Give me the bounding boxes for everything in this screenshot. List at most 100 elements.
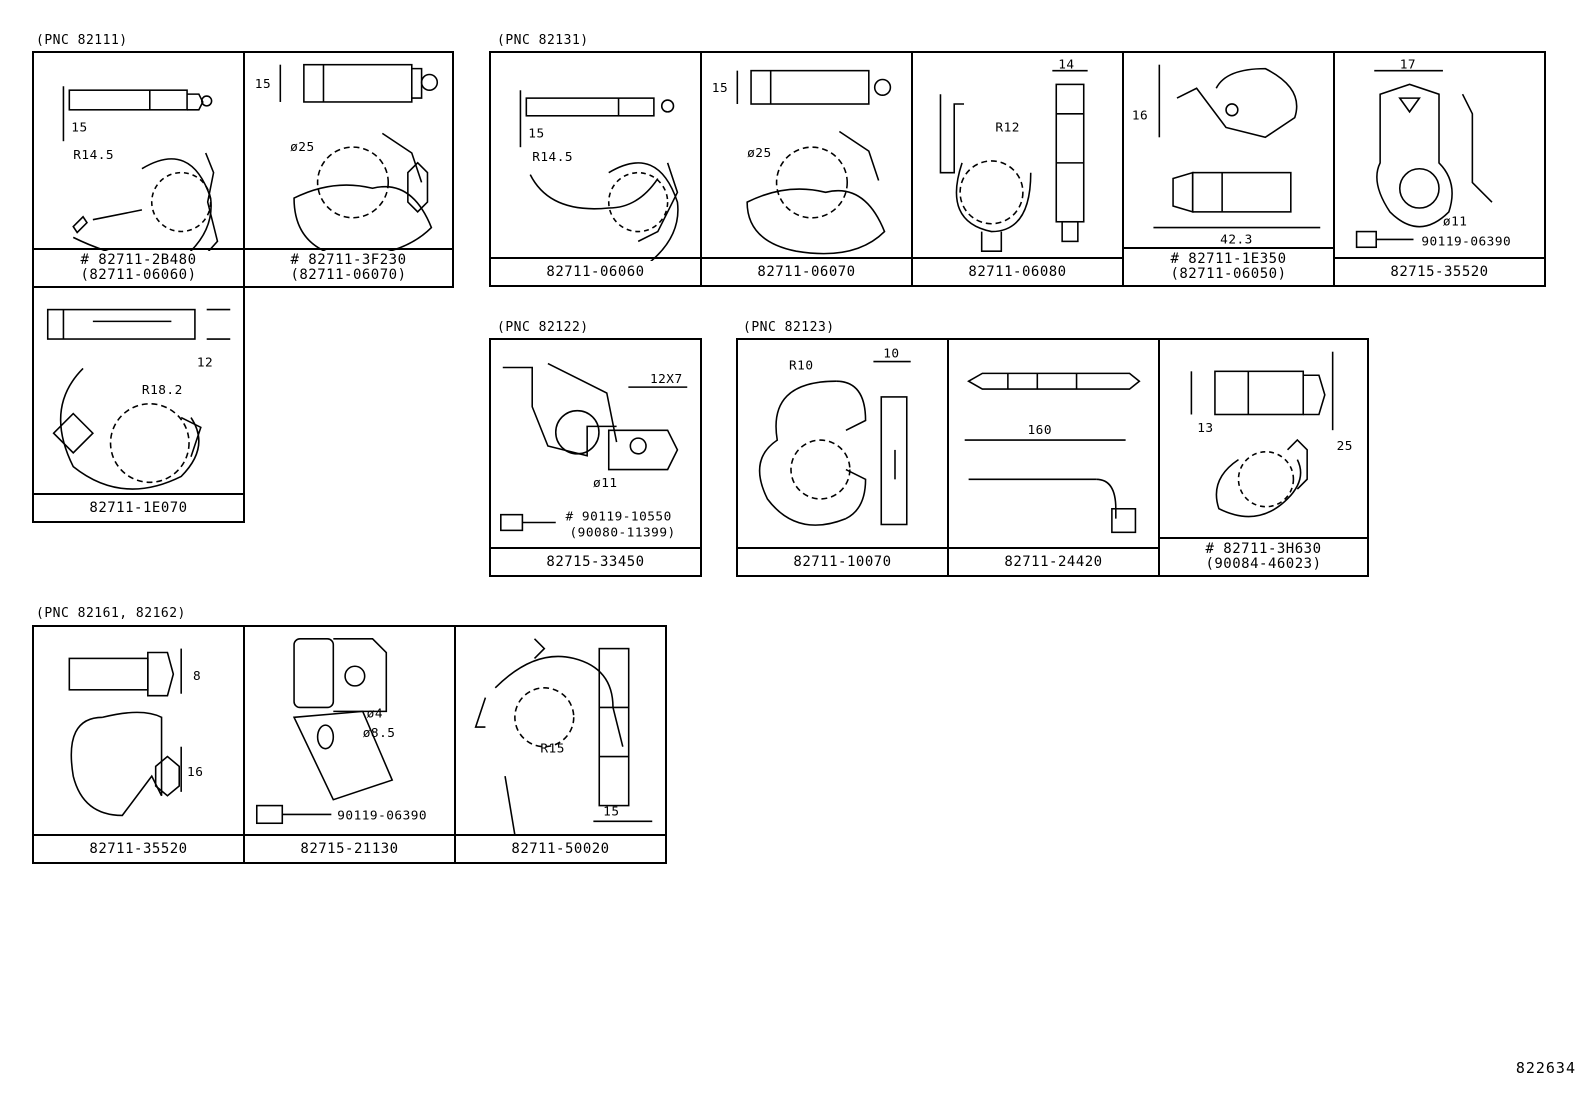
dim-label: R12: [995, 120, 1020, 135]
part-number: 82711-06070: [757, 263, 856, 280]
dim-label: 15: [71, 120, 87, 135]
part-alt-number: (82711-06060): [80, 267, 197, 283]
part-number: 82711-10070: [793, 553, 892, 570]
part-caption: 82711-06060: [491, 257, 700, 285]
clamp-drawing: 13 25: [1190, 351, 1353, 518]
dim-label: R14.5: [532, 150, 573, 165]
part-number: 82711-1E070: [89, 499, 188, 516]
clamp-drawing: 12 R18.2: [46, 308, 231, 490]
part-alt-number: (90084-46023): [1205, 556, 1322, 572]
part-cell-82711-50020: R15 15 82711-50020: [454, 625, 667, 864]
dim-label: 15: [528, 126, 544, 141]
part-cell-82715-33450: 12X7 ø11 # 90119-10550 (90080-11399) 827…: [489, 338, 702, 577]
dim-label: 25: [1337, 439, 1353, 454]
part-number: 82711-24420: [1004, 553, 1103, 570]
clamp-drawing: 15 ø25: [712, 69, 892, 255]
part-number: 82711-50020: [511, 840, 610, 857]
dim-label: ø4: [367, 706, 383, 721]
dim-label: R15: [540, 742, 565, 757]
dim-label: 10: [883, 347, 899, 362]
part-caption: 82711-50020: [456, 834, 665, 862]
group-label-pnc-82161-82162: (PNC 82161, 82162): [36, 606, 186, 621]
part-cell-82715-35520: 17 ø11 90119-06390 82715-35520: [1333, 51, 1546, 287]
dim-label: 42.3: [1220, 232, 1253, 247]
part-alt-number: (82711-06050): [1170, 266, 1287, 282]
dim-label: ø25: [290, 140, 315, 155]
part-caption: 82711-06070: [702, 257, 911, 285]
part-cell-82711-3h630: 13 25 # 82711-3H630 (90084-46023): [1158, 338, 1369, 577]
part-number: 82715-33450: [546, 553, 645, 570]
part-alt-number: (82711-06070): [290, 267, 407, 283]
clamp-drawing: R10 10: [758, 347, 911, 526]
group-label-pnc-82122: (PNC 82122): [497, 320, 589, 335]
dim-label: 8: [193, 669, 201, 684]
dim-label: (90080-11399): [569, 525, 675, 540]
part-cell-82711-1e070: 12 R18.2 82711-1E070: [32, 286, 245, 523]
dim-label: ø11: [1443, 215, 1468, 230]
dim-label: 16: [187, 765, 203, 780]
group-label-pnc-82111: (PNC 82111): [36, 33, 128, 48]
dim-label: 12X7: [650, 372, 683, 387]
dim-label: 90119-06390: [337, 808, 427, 823]
clamp-drawing: R15 15: [474, 638, 653, 836]
tie-drawing: 160: [964, 372, 1141, 534]
part-number: # 82711-2B480: [80, 252, 197, 268]
dim-label: 17: [1400, 58, 1416, 73]
part-cell-82711-06060: 15 R14.5 82711-06060: [489, 51, 702, 287]
part-number: 82711-06060: [546, 263, 645, 280]
part-caption: # 82711-3F230 (82711-06070): [245, 248, 452, 286]
part-cell-82711-35520: 8 16 82711-35520: [32, 625, 245, 864]
part-cell-82711-10070: R10 10 82711-10070: [736, 338, 949, 577]
part-number: # 82711-3H630: [1205, 541, 1322, 557]
bracket-drawing: 17 ø11 90119-06390: [1355, 58, 1511, 249]
part-number: 82711-35520: [89, 840, 188, 857]
part-number: 82715-21130: [300, 840, 399, 857]
dim-label: R14.5: [73, 148, 114, 163]
part-cell-82711-2b480: 15 R14.5 # 82711-2B480 (82711-06060): [32, 51, 245, 288]
clamp-drawing: 15 R14.5: [519, 90, 679, 261]
clamp-drawing: 15 R14.5: [62, 86, 219, 251]
part-caption: 82711-35520: [34, 834, 243, 862]
clamp-drawing: R12 14: [939, 58, 1088, 252]
bracket-drawing: 12X7 ø11 # 90119-10550 (90080-11399): [500, 362, 688, 540]
part-number: 82715-35520: [1390, 263, 1489, 280]
part-cell-82711-1e350: 16 42.3 # 82711-1E350 (82711-06050): [1122, 51, 1335, 287]
dim-label: 16: [1132, 109, 1148, 124]
dim-label: ø25: [747, 146, 772, 161]
dim-label: 12: [197, 356, 213, 371]
dim-label: ø8.5: [363, 726, 396, 741]
dim-label: 15: [712, 81, 728, 96]
diagram-reference-number: 822634: [1515, 1059, 1576, 1077]
clip-drawing: 8 16: [68, 648, 203, 817]
part-caption: 82711-24420: [949, 547, 1158, 575]
clamp-drawing: 15 ø25: [255, 63, 439, 251]
group-label-pnc-82123: (PNC 82123): [743, 320, 835, 335]
dim-label: 13: [1197, 421, 1213, 436]
part-caption: 82711-10070: [738, 547, 947, 575]
part-caption: 82711-1E070: [34, 493, 243, 521]
dim-label: 14: [1058, 58, 1074, 73]
dim-label: # 90119-10550: [566, 510, 672, 525]
part-cell-82711-06070: 15 ø25 82711-06070: [700, 51, 913, 287]
part-caption: # 82711-3H630 (90084-46023): [1160, 537, 1367, 575]
part-cell-82711-24420: 160 82711-24420: [947, 338, 1160, 577]
part-caption: # 82711-2B480 (82711-06060): [34, 248, 243, 286]
part-caption: 82715-33450: [491, 547, 700, 575]
dim-label: 160: [1027, 423, 1052, 438]
part-cell-82711-3f230: 15 ø25 # 82711-3F230 (82711-06070): [243, 51, 454, 288]
part-caption: 82711-06080: [913, 257, 1122, 285]
part-caption: 82715-21130: [245, 834, 454, 862]
group-label-pnc-82131: (PNC 82131): [497, 33, 589, 48]
part-number: # 82711-3F230: [290, 252, 407, 268]
clamp-drawing: 16 42.3: [1132, 64, 1321, 247]
part-cell-82715-21130: ø4 ø8.5 90119-06390 82715-21130: [243, 625, 456, 864]
dim-label: 15: [255, 77, 271, 92]
part-caption: # 82711-1E350 (82711-06050): [1124, 247, 1333, 285]
part-caption: 82715-35520: [1335, 257, 1544, 285]
part-number: # 82711-1E350: [1170, 251, 1287, 267]
dim-label: R10: [789, 358, 814, 373]
dim-label: 15: [603, 804, 619, 819]
dim-label: ø11: [593, 476, 618, 491]
dim-label: 90119-06390: [1421, 234, 1511, 249]
part-cell-82711-06080: R12 14 82711-06080: [911, 51, 1124, 287]
